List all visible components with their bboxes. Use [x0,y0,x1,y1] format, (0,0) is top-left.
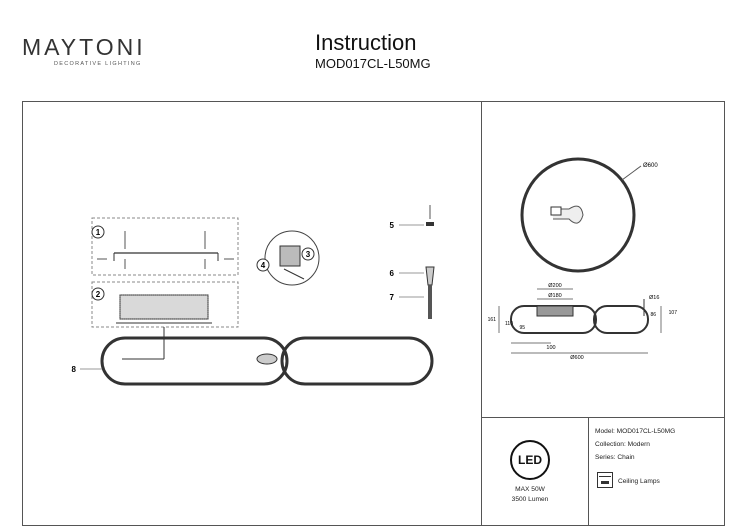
led-power: MAX 50W [515,486,545,493]
page-title: Instruction [315,30,417,55]
led-icon: LED [510,440,550,480]
svg-text:Ø180: Ø180 [548,293,561,299]
step1-circle [91,225,105,239]
svg-text:5: 5 [390,221,395,230]
drawing-frame [22,101,725,526]
brand-tagline: DECORATIVE LIGHTING [54,61,142,67]
svg-text:Ø16: Ø16 [649,295,659,301]
svg-text:4: 4 [261,261,266,270]
technical-drawing: Ø600 Ø200 Ø180 Ø16 161 110 95 86 107 100… [488,157,678,361]
lamp-ring-left [100,336,289,386]
spec-model: Model: MOD017CL-L50MG [595,428,676,435]
svg-text:2: 2 [96,290,101,299]
lamp-ring-right [280,336,434,386]
svg-text:161: 161 [488,317,497,323]
svg-text:Ø200: Ø200 [548,283,561,289]
ring-side-right [593,305,649,334]
svg-text:86: 86 [650,312,656,318]
brand-logo: MAYTONI [22,34,146,60]
svg-text:110: 110 [505,321,513,327]
assembly-drawing: 1 2 4 3 5 6 7 8 [72,205,435,386]
led-lumen: 3500 Lumen [511,496,549,503]
spec-collection: Collection: Modern [595,441,650,448]
svg-text:3: 3 [306,250,311,259]
svg-text:8: 8 [72,365,77,374]
svg-text:7: 7 [390,293,395,302]
svg-text:6: 6 [390,269,395,278]
svg-text:Ø600: Ø600 [570,355,583,361]
svg-text:1: 1 [96,228,101,237]
svg-text:100: 100 [546,345,555,351]
step2-box [91,281,239,328]
frame-divider-horizontal [481,417,725,418]
spec-type: Ceiling Lamps [618,478,660,485]
svg-text:95: 95 [519,325,525,331]
ceiling-lamp-icon [597,472,613,488]
model-code: MOD017CL-L50MG [315,56,431,71]
ring-top-view [520,157,636,273]
step2-circle [91,287,105,301]
step1-box [91,217,239,276]
svg-text:Ø600: Ø600 [643,163,658,169]
frame-divider-vertical [481,101,482,526]
frame-divider-spec [588,417,589,526]
spec-series: Series: Chain [595,454,635,461]
svg-text:107: 107 [669,310,678,316]
